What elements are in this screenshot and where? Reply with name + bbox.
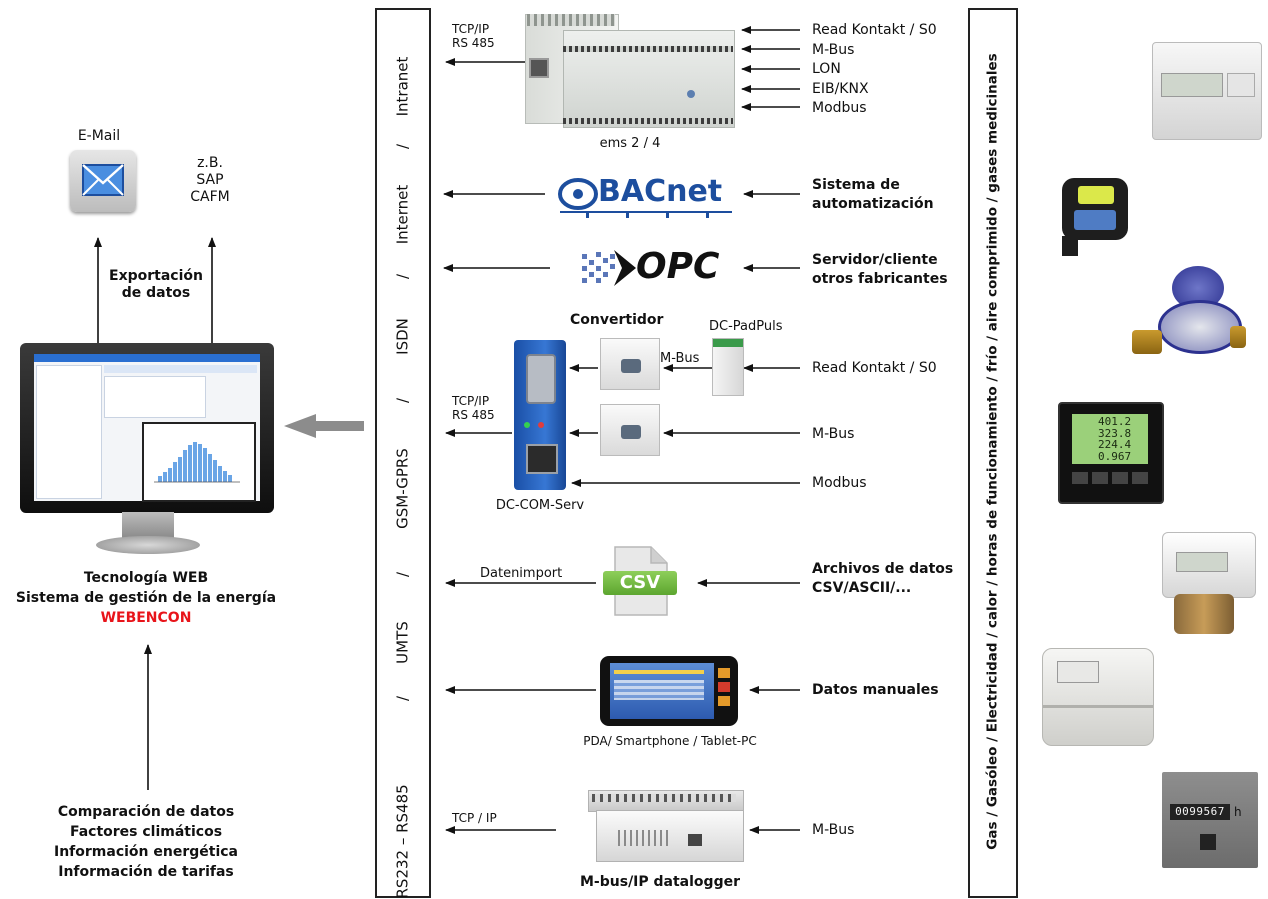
monitor-caption-1: Tecnología WEB [83,570,209,586]
bacnet-input-label: Sistema de automatización [812,177,934,212]
mbus-logger-device [560,790,744,870]
protocol-umts: UMTS [393,621,412,664]
analysis-item: Comparación de datos [57,804,235,820]
logger-output-label: TCP / IP [452,811,497,825]
ems-device-label: ems 2 / 4 [599,136,661,151]
email-icon [70,150,136,212]
bacnet-logo: BACnet [556,172,736,218]
ems-input-item: Modbus [812,100,867,116]
logger-input-label: M-Bus [812,822,855,838]
monitor-chart-panel [142,422,256,502]
csv-file-icon: CSV [603,545,679,617]
tablet-device-label: PDA/ Smartphone / Tablet-PC [583,734,757,748]
meter-display-line: 0.967 [1098,449,1132,463]
protocol-gsm-gprs: GSM-GPRS [393,448,412,529]
opc-input-label: Servidor/cliente otros fabricantes [812,252,948,287]
monitor-caption-2: Sistema de gestión de la energía [15,590,277,606]
export-label: Exportación de datos [109,268,203,301]
media-column: Gas / Gasóleo / Electricidad / calor / h… [968,8,1018,898]
analysis-item: Información energética [54,844,238,860]
analysis-item: Información de tarifas [58,864,234,880]
big-gray-arrow [284,414,364,438]
csv-output-label: Datenimport [480,566,563,581]
protocol-separator: / [393,397,412,404]
csv-input-label: Archivos de datos CSV/ASCII/... [812,561,954,596]
protocol-separator: / [393,143,412,150]
analysis-list: Comparación de datos Factores climáticos… [0,804,292,884]
ems-input-item: Read Kontakt / S0 [812,22,937,38]
flow-meter [1152,528,1260,640]
ems-input-item: LON [812,61,841,77]
comserv-output-label: TCP/IP RS 485 [452,394,495,422]
ems-input-item: EIB/KNX [812,80,869,97]
meter-display-line: 401.2 [1098,415,1132,428]
opc-logo: OPC [578,246,720,290]
converter-title: Convertidor [570,312,664,328]
comserv-input-modbus: Modbus [812,475,867,491]
protocol-separator: / [393,695,412,702]
meter-display-line: 224.4 [1098,438,1132,451]
ems-output-label: TCP/IP RS 485 [452,22,495,50]
ems-input-item: M-Bus [812,41,855,58]
protocol-separator: / [393,571,412,578]
protocol-separator: / [393,273,412,280]
email-label: E-Mail [77,128,121,144]
water-meter [1132,266,1246,362]
comserv-device-label: DC-COM-Serv [495,498,585,513]
converter-device-1 [600,338,660,390]
protocol-rs232-rs485: RS232 – RS485 [393,784,412,899]
analysis-item: Factores climáticos [69,824,223,840]
tablet-device [600,656,738,726]
energy-display-meter: 401.2 323.8 224.4 0.967 [1058,402,1164,504]
protocols-column: RS232 – RS485 / UMTS / GSM-GPRS / ISDN /… [375,8,431,899]
monitor-base [96,536,200,554]
comserv-input-mbus: M-Bus [812,426,855,442]
electricity-meter [1152,42,1262,140]
bacnet-logo-text: BACnet [598,174,723,209]
csv-icon-label: CSV [603,571,677,595]
heat-meter-device [1048,178,1130,258]
monitor [20,343,274,513]
converter-device-2 [600,404,660,456]
gas-meter [1042,648,1154,746]
meter-display-line: 323.8 [1098,426,1132,440]
hour-counter-unit: h [1234,805,1242,819]
hour-counter-value: 0099567 [1170,804,1230,820]
monitor-screen [34,354,260,502]
padpuls-label: DC-PadPuls [709,319,783,334]
protocol-internet: Internet [393,184,412,245]
monitor-neck [122,512,174,538]
logger-device-label: M-bus/IP datalogger [580,874,740,890]
opc-logo-text: OPC [636,246,720,287]
media-types-label: Gas / Gasóleo / Electricidad / calor / h… [984,53,1001,850]
dc-com-serv-device [514,340,566,490]
manual-input-label: Datos manuales [812,682,939,698]
ems-device [515,10,737,132]
sap-cafm-label: z.B. SAP CAFM [190,155,230,205]
brand-webencon: WEBENCON [100,610,192,626]
hour-counter: 0099567 h [1162,772,1258,868]
converter-mbus-label: M-Bus [660,351,700,366]
ems-inputs: Read Kontakt / S0 M-Bus LON EIB/KNX Modb… [812,22,937,120]
protocol-isdn: ISDN [393,318,412,355]
protocol-intranet: Intranet [393,56,412,117]
padpuls-device [712,338,744,396]
comserv-input-s0: Read Kontakt / S0 [812,360,937,376]
meter-display-values: 401.2 323.8 224.4 0.967 [1098,416,1131,462]
